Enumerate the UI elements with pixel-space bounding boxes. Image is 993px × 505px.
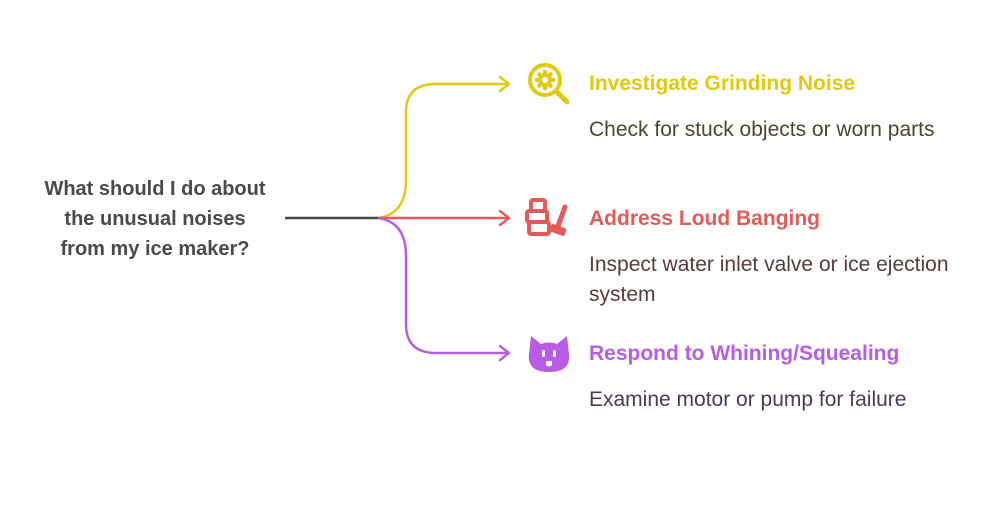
magnifier-gear-icon <box>525 60 573 108</box>
branch-title-banging: Address Loud Banging <box>589 207 820 230</box>
branch-desc-banging: Inspect water inlet valve or ice ejectio… <box>589 253 949 306</box>
branch-line-whining <box>377 216 508 355</box>
branch-desc-whining: Examine motor or pump for failure <box>589 388 907 411</box>
arrowhead-banging <box>498 209 511 227</box>
arrowhead-whining <box>498 344 511 362</box>
branch-desc-grinding: Check for stuck objects or worn parts <box>589 118 935 141</box>
cat-face-icon <box>525 330 573 378</box>
arrowhead-grinding <box>498 75 511 93</box>
branch-title-grinding: Investigate Grinding Noise <box>589 72 856 95</box>
central-question: What should I do about the unusual noise… <box>44 178 266 260</box>
branch-title-whining: Respond to Whining/Squealing <box>589 342 900 365</box>
blocks-hammer-icon <box>525 195 573 243</box>
branch-line-grinding <box>377 82 508 220</box>
